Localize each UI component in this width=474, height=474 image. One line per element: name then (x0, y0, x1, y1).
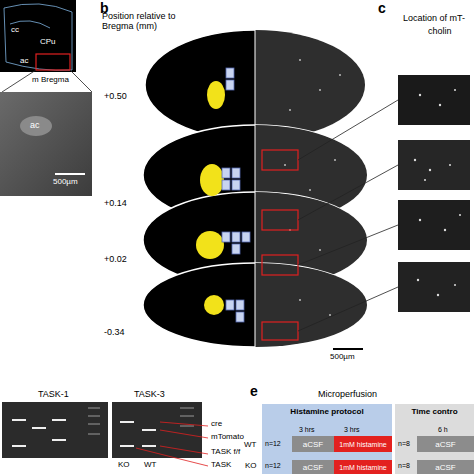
sample-size: n=12 (265, 440, 281, 448)
panel-title: Location of mT- (403, 14, 465, 24)
duration-label: 6 h (438, 426, 448, 434)
band-label: cre (211, 420, 222, 429)
histamine-box: 1mM histamine (334, 460, 392, 474)
band-pointers (136, 422, 208, 466)
panel-letter: e (250, 384, 258, 399)
acsf-box: aCSF (292, 460, 334, 474)
region-label: ac (20, 57, 28, 66)
acsf-box: aCSF (417, 436, 474, 452)
box-label: 1mM histamine (339, 464, 386, 471)
lane-label: WT (144, 461, 156, 470)
micrograph-structure (20, 116, 52, 136)
panel-heading: Time contro (395, 407, 474, 416)
bregma-value: +0.50 (104, 92, 127, 102)
region-label: ac (30, 121, 40, 131)
gel-title: TASK-1 (38, 390, 69, 400)
axis-title: Position relative to Bregma (mm) (102, 12, 192, 32)
genotype-label: KO (245, 462, 257, 471)
acsf-box: aCSF (292, 436, 334, 452)
sections (143, 28, 367, 348)
duration-label: 3 hrs (299, 426, 315, 434)
bregma-value: +0.14 (104, 199, 127, 209)
box-label: aCSF (303, 463, 323, 472)
scale-label: 500µm (330, 353, 355, 362)
region-label: CPu (40, 38, 56, 47)
band-label: TASK f/f (211, 448, 240, 457)
scale-label: 500µm (53, 178, 78, 187)
region-label: cc (11, 26, 19, 35)
panel-letter: c (378, 1, 386, 16)
genotype-label: WT (244, 441, 256, 450)
leader-lines (298, 100, 398, 331)
scale-bar (333, 348, 363, 350)
bregma-value: +0.02 (104, 255, 127, 265)
lane-label: KO (118, 461, 130, 470)
box-label: aCSF (303, 440, 323, 449)
band-label: mTomato (211, 433, 244, 442)
thumbnails (398, 75, 470, 312)
zoom-box (36, 54, 70, 70)
histamine-box: 1mM histamine (334, 436, 392, 452)
sample-size: n=8 (398, 462, 410, 470)
zoom-line (70, 70, 92, 92)
section-image (0, 0, 76, 72)
bregma-value: -0.34 (104, 328, 125, 338)
zoom-line (2, 70, 36, 92)
gel-title: TASK-3 (134, 390, 165, 400)
panel-title: Microperfusion (318, 390, 377, 400)
acsf-box: aCSF (417, 460, 474, 474)
panel-heading: Histamine protocol (262, 407, 392, 416)
panel-title: cholin (428, 27, 452, 37)
box-label: aCSF (435, 463, 455, 472)
sample-size: n=8 (398, 440, 410, 448)
duration-label: 3 hrs (344, 426, 360, 434)
box-label: aCSF (435, 440, 455, 449)
band-label: TASK (211, 461, 231, 470)
axis-note: m Bregma (32, 76, 69, 85)
sample-size: n=12 (265, 462, 281, 470)
brain-outline (4, 4, 72, 71)
box-label: 1mM histamine (339, 441, 386, 448)
micrograph (0, 92, 92, 196)
gels (2, 402, 202, 458)
protocol-panel: Histamine protocol aCSF 1mM histamine aCSF 1… (262, 404, 392, 474)
scale-bar (55, 173, 85, 175)
